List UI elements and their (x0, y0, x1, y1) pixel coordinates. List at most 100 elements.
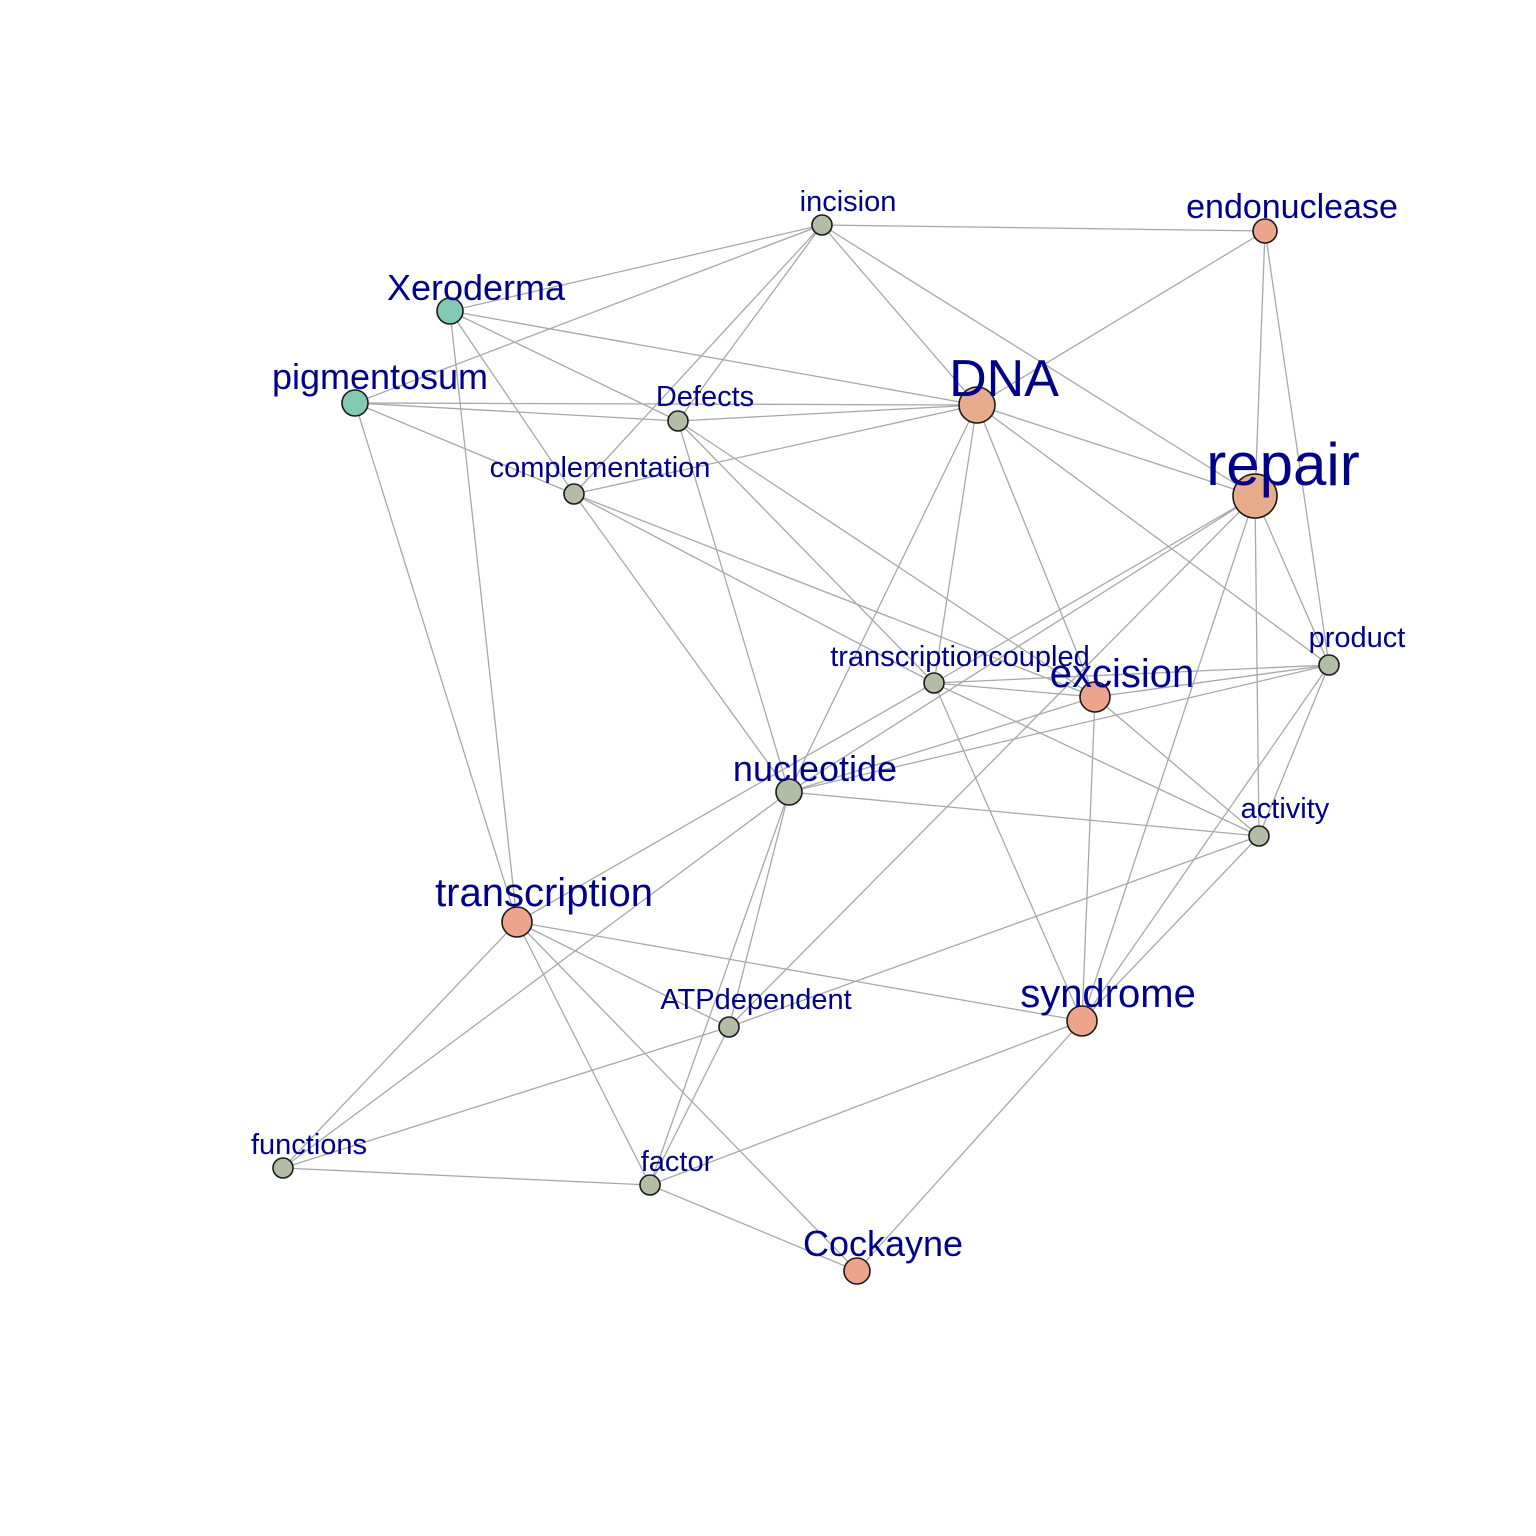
node-complementation (563, 483, 585, 505)
node-Cockayne (843, 1257, 871, 1285)
edge-transcriptioncoupled-transcription (516, 682, 935, 923)
edge-Xeroderma-complementation (449, 310, 575, 495)
node-Xeroderma (436, 297, 464, 325)
node-label-transcription: transcription (435, 871, 653, 915)
edge-nucleotide-functions (282, 791, 790, 1169)
node-label-endonuclease: endonuclease (1186, 188, 1398, 226)
node-label-factor: factor (641, 1146, 714, 1178)
node-label-incision: incision (800, 186, 897, 218)
edge-pigmentosum-DNA (354, 402, 978, 406)
node-transcriptioncoupled (923, 672, 945, 694)
edge-complementation-DNA (573, 404, 978, 495)
edge-complementation-excision (573, 493, 1096, 698)
edge-nucleotide-activity (788, 791, 1260, 837)
edge-Defects-excision (677, 420, 1096, 698)
node-endonuclease (1252, 218, 1278, 244)
node-incision (811, 214, 833, 236)
edge-transcription-ATPdependent (516, 921, 730, 1028)
edge-DNA-repair (976, 404, 1256, 497)
edge-endonuclease-repair (1254, 230, 1266, 497)
node-label-functions: functions (251, 1129, 367, 1161)
node-ATPdependent (718, 1016, 740, 1038)
edge-repair-ATPdependent (728, 495, 1256, 1028)
node-syndrome (1066, 1005, 1098, 1037)
node-nucleotide (775, 778, 803, 806)
edge-transcription-functions (282, 921, 518, 1169)
node-label-syndrome: syndrome (1020, 972, 1196, 1016)
node-label-Defects: Defects (656, 381, 754, 413)
edge-product-syndrome (1081, 664, 1330, 1022)
node-label-excision: excision (1050, 652, 1195, 696)
edge-activity-ATPdependent (728, 835, 1260, 1028)
edge-incision-repair (821, 224, 1256, 497)
edge-Xeroderma-DNA (449, 310, 978, 406)
edge-product-activity (1258, 664, 1330, 837)
edge-transcription-Cockayne (516, 921, 858, 1272)
edge-functions-factor (282, 1167, 651, 1186)
edge-excision-activity (1094, 696, 1260, 837)
node-label-activity: activity (1241, 793, 1330, 825)
node-product (1318, 654, 1340, 676)
edge-pigmentosum-complementation (354, 402, 575, 495)
edge-transcriptioncoupled-syndrome (933, 682, 1083, 1022)
edge-product-nucleotide (788, 664, 1330, 793)
node-label-Cockayne: Cockayne (803, 1223, 963, 1264)
edge-incision-DNA (821, 224, 978, 406)
edges-layer (282, 224, 1330, 1272)
node-repair (1232, 473, 1278, 519)
node-DNA (958, 386, 996, 424)
edge-ATPdependent-functions (282, 1026, 730, 1169)
edge-ATPdependent-factor (649, 1026, 730, 1186)
edge-Xeroderma-Defects (449, 310, 679, 422)
edge-incision-endonuclease (821, 224, 1266, 232)
edge-transcription-factor (516, 921, 651, 1186)
edge-excision-syndrome (1081, 696, 1096, 1022)
node-label-repair: repair (1206, 431, 1359, 498)
edge-repair-transcriptioncoupled (933, 495, 1256, 684)
node-excision (1079, 681, 1111, 713)
node-label-Xeroderma: Xeroderma (387, 267, 566, 308)
edge-complementation-transcriptioncoupled (573, 493, 935, 684)
edge-transcription-syndrome (516, 921, 1083, 1022)
node-label-complementation: complementation (490, 452, 711, 484)
edge-syndrome-factor (649, 1020, 1083, 1186)
edge-repair-nucleotide (788, 495, 1256, 793)
edge-pigmentosum-Defects (354, 402, 679, 422)
edge-endonuclease-product (1264, 230, 1330, 666)
edge-repair-activity (1254, 495, 1260, 837)
node-label-nucleotide: nucleotide (733, 748, 897, 789)
node-factor (639, 1174, 661, 1196)
edge-Defects-DNA (677, 404, 978, 422)
edge-incision-Xeroderma (449, 224, 823, 312)
edge-Defects-transcriptioncoupled (677, 420, 935, 684)
node-functions (272, 1157, 294, 1179)
edge-excision-nucleotide (788, 696, 1096, 793)
edge-transcriptioncoupled-excision (933, 682, 1096, 698)
node-label-product: product (1309, 622, 1406, 654)
edge-incision-Defects (677, 224, 823, 422)
edge-DNA-nucleotide (788, 404, 978, 793)
node-label-pigmentosum: pigmentosum (272, 356, 488, 397)
edge-Xeroderma-transcription (449, 310, 518, 923)
edge-complementation-nucleotide (573, 493, 790, 793)
node-transcription (501, 906, 533, 938)
edge-product-transcriptioncoupled (933, 664, 1330, 684)
edge-transcriptioncoupled-activity (933, 682, 1260, 837)
edge-DNA-product (976, 404, 1330, 666)
edge-incision-pigmentosum (354, 224, 823, 404)
edge-DNA-excision (976, 404, 1096, 698)
edge-nucleotide-factor (649, 791, 790, 1186)
node-activity (1248, 825, 1270, 847)
edge-pigmentosum-transcription (354, 402, 518, 923)
edge-DNA-transcriptioncoupled (933, 404, 978, 684)
edge-repair-product (1254, 495, 1330, 666)
node-pigmentosum (341, 389, 369, 417)
node-label-transcriptioncoupled: transcriptioncoupled (830, 641, 1090, 673)
node-label-DNA: DNA (949, 350, 1059, 408)
edge-nucleotide-ATPdependent (728, 791, 790, 1028)
edge-factor-Cockayne (649, 1184, 858, 1272)
edge-product-excision (1094, 664, 1330, 698)
edge-syndrome-Cockayne (856, 1020, 1083, 1272)
